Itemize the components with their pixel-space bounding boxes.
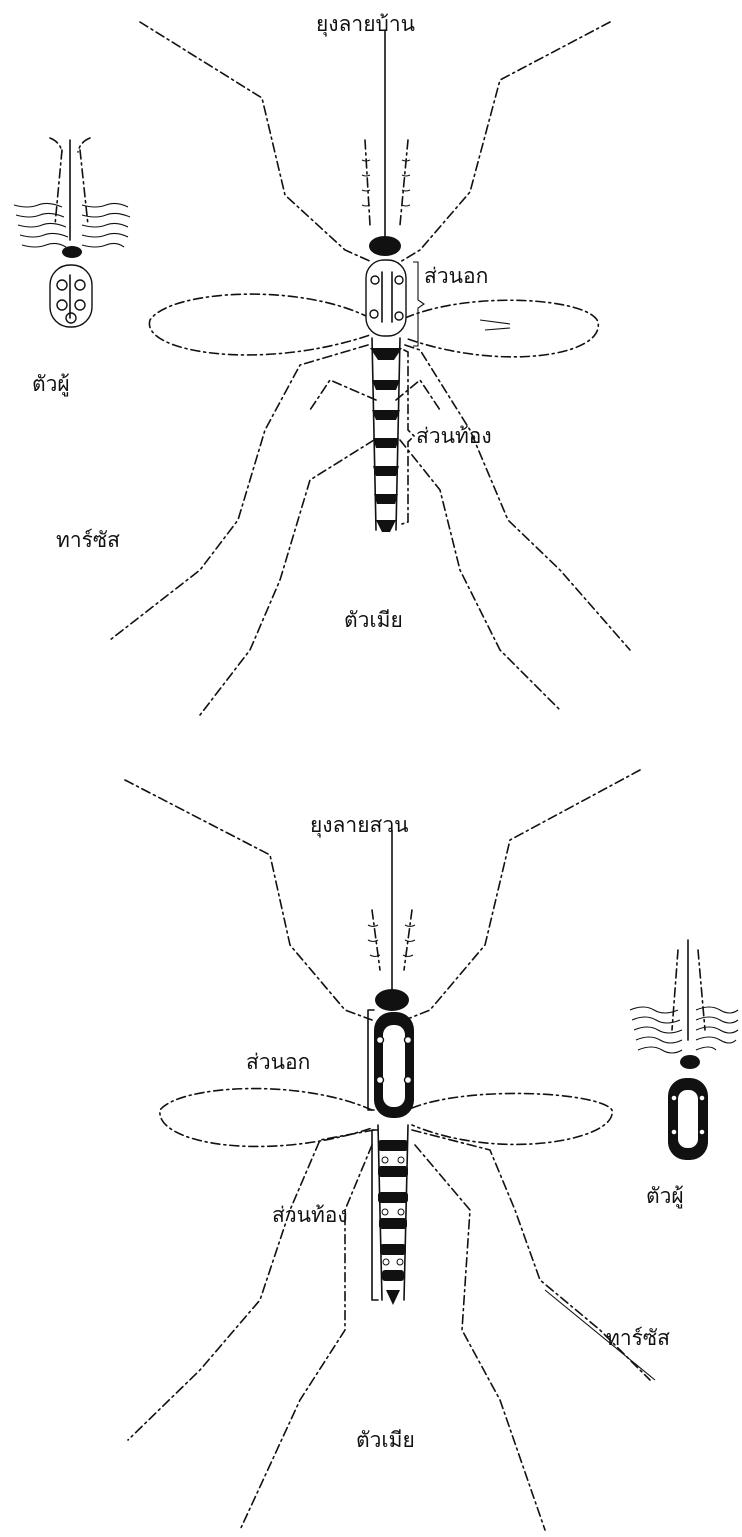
aedes-aegypti-thorax-label: ส่วนอก: [424, 266, 488, 287]
aedes-albopictus-thorax-label: ส่วนอก: [246, 1052, 310, 1073]
aedes-aegypti-title: ยุงลายบ้าน: [316, 14, 415, 35]
aedes-aegypti-tarsus-label: ทาร์ซัส: [56, 530, 120, 551]
aedes-albopictus-female-drawing: [125, 770, 655, 1530]
aedes-aegypti-abdomen-label: ส่วนท้อง: [416, 426, 492, 447]
aedes-albopictus-abdomen-label: ส่วนท้อง: [272, 1205, 348, 1226]
aedes-albopictus-tarsus-label: ทาร์ซัส: [606, 1328, 670, 1349]
aedes-aegypti-male-label: ตัวผู้: [32, 374, 70, 395]
aedes-aegypti-male-drawing: [14, 138, 130, 327]
aedes-albopictus-male-drawing: [630, 940, 738, 1160]
aedes-albopictus-title: ยุงลายสวน: [310, 815, 409, 836]
aedes-albopictus-female-label: ตัวเมีย: [356, 1430, 415, 1451]
aedes-aegypti-female-label: ตัวเมีย: [344, 610, 403, 631]
aedes-albopictus-male-label: ตัวผู้: [646, 1186, 684, 1207]
